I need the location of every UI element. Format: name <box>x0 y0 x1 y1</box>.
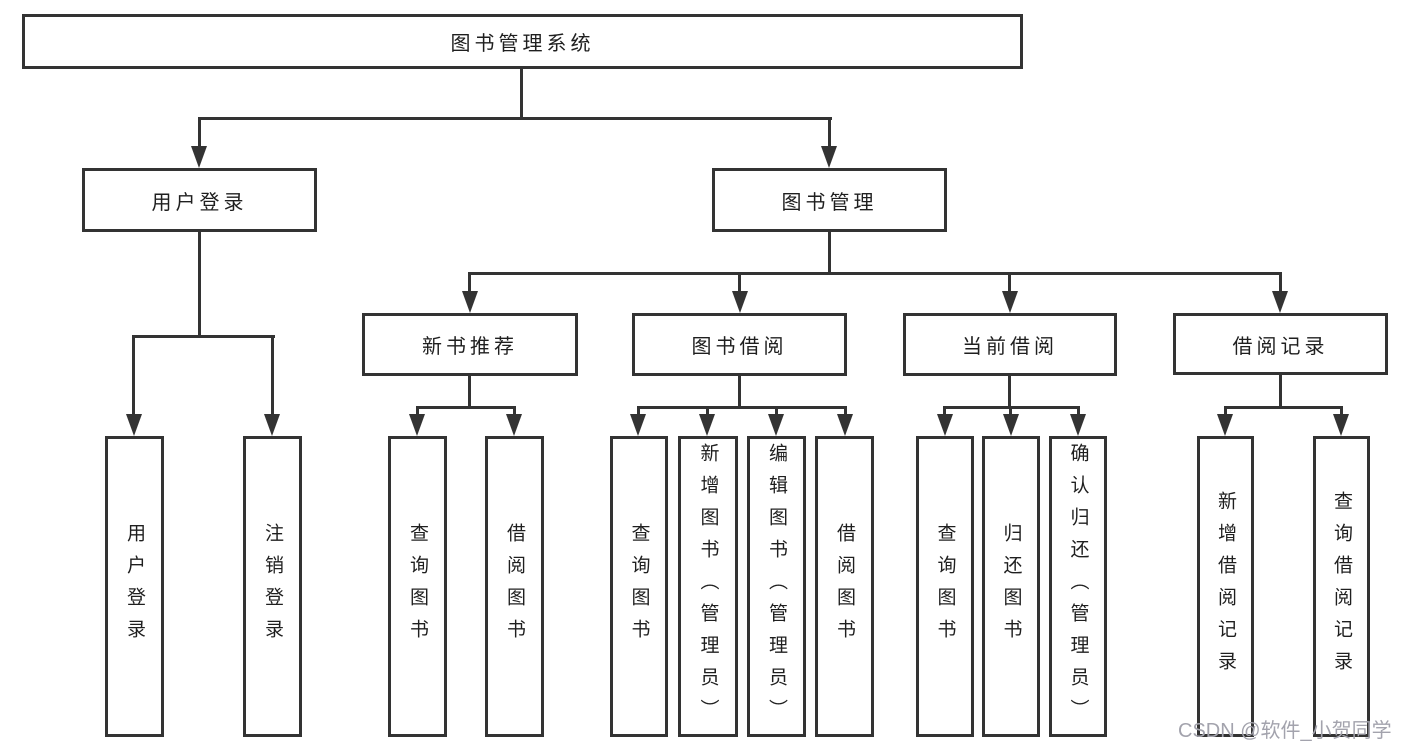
leaf-label: 确认归还（管理员） <box>1067 442 1089 731</box>
connector-line <box>198 117 832 120</box>
connector-line <box>513 406 516 416</box>
leaf-query-books-current: 查询图书 <box>916 436 974 737</box>
connector-line <box>637 406 847 409</box>
connector-line <box>198 117 201 148</box>
arrow-down-icon <box>937 414 953 436</box>
node-book-borrowing: 图书借阅 <box>632 313 847 376</box>
connector-line <box>468 272 471 294</box>
arrow-down-icon <box>409 414 425 436</box>
leaf-logout: 注销登录 <box>243 436 302 737</box>
arrow-down-icon <box>1070 414 1086 436</box>
connector-line <box>468 376 471 409</box>
leaf-edit-books-admin: 编辑图书（管理员） <box>747 436 806 737</box>
arrow-down-icon <box>264 414 280 436</box>
connector-line <box>738 376 741 409</box>
arrow-down-icon <box>1002 291 1018 313</box>
leaf-label: 注销登录 <box>262 522 283 651</box>
connector-line <box>1279 375 1282 409</box>
connector-line <box>469 272 1282 275</box>
connector-line <box>1008 376 1011 409</box>
connector-line <box>1008 272 1011 294</box>
leaf-label: 新增图书（管理员） <box>697 442 719 731</box>
node-book-management: 图书管理 <box>712 168 947 232</box>
node-user-login: 用户登录 <box>82 168 317 232</box>
connector-line <box>943 406 946 416</box>
node-label: 图书管理 <box>781 191 878 214</box>
arrow-down-icon <box>1272 291 1288 313</box>
connector-line <box>1009 406 1012 416</box>
csdn-watermark: CSDN @软件_小贺同学 <box>1178 720 1392 742</box>
node-label: 图书借阅 <box>691 336 788 358</box>
leaf-label: 新增借阅记录 <box>1215 490 1236 683</box>
arrow-down-icon <box>837 414 853 436</box>
arrow-down-icon <box>506 414 522 436</box>
connector-line <box>1340 406 1343 416</box>
leaf-add-borrow-record: 新增借阅记录 <box>1197 436 1254 737</box>
arrow-down-icon <box>1217 414 1233 436</box>
leaf-borrow-books-recommend: 借阅图书 <box>485 436 544 737</box>
leaf-label: 查询借阅记录 <box>1331 490 1352 683</box>
connector-line <box>828 117 831 148</box>
leaf-query-books-recommend: 查询图书 <box>388 436 447 737</box>
connector-line <box>1279 272 1282 294</box>
leaf-add-books-admin: 新增图书（管理员） <box>678 436 738 737</box>
arrow-down-icon <box>191 146 207 168</box>
connector-line <box>1077 406 1080 416</box>
node-label: 图书管理系统 <box>450 33 595 55</box>
leaf-query-books-borrowing: 查询图书 <box>610 436 668 737</box>
leaf-label: 用户登录 <box>124 522 145 651</box>
connector-line <box>738 272 741 294</box>
arrow-down-icon <box>462 291 478 313</box>
node-current-borrowing: 当前借阅 <box>903 313 1117 376</box>
arrow-down-icon <box>732 291 748 313</box>
node-library-management-system: 图书管理系统 <box>22 14 1023 69</box>
leaf-user-login: 用户登录 <box>105 436 164 737</box>
node-label: 借阅记录 <box>1232 335 1329 358</box>
connector-line <box>844 406 847 416</box>
arrow-down-icon <box>821 146 837 168</box>
connector-line <box>775 406 778 416</box>
connector-line <box>828 232 831 275</box>
leaf-borrow-books: 借阅图书 <box>815 436 874 737</box>
node-label: 新书推荐 <box>422 336 518 358</box>
arrow-down-icon <box>1333 414 1349 436</box>
leaf-return-books: 归还图书 <box>982 436 1040 737</box>
arrow-down-icon <box>630 414 646 436</box>
arrow-down-icon <box>699 414 715 436</box>
node-label: 当前借阅 <box>962 336 1058 358</box>
leaf-label: 归还图书 <box>1000 522 1022 651</box>
connector-line <box>132 335 135 415</box>
leaf-label: 编辑图书（管理员） <box>766 442 787 731</box>
arrow-down-icon <box>1003 414 1019 436</box>
connector-line <box>637 406 640 416</box>
leaf-label: 查询图书 <box>934 522 956 651</box>
leaf-label: 查询图书 <box>407 522 428 651</box>
connector-line <box>416 406 516 409</box>
connector-line <box>706 406 709 416</box>
arrow-down-icon <box>768 414 784 436</box>
leaf-confirm-return-admin: 确认归还（管理员） <box>1049 436 1107 737</box>
leaf-query-borrow-record: 查询借阅记录 <box>1313 436 1370 737</box>
leaf-label: 查询图书 <box>628 522 650 651</box>
connector-line <box>133 335 275 338</box>
connector-line <box>1224 406 1227 416</box>
arrow-down-icon <box>126 414 142 436</box>
leaf-label: 借阅图书 <box>504 522 525 651</box>
node-label: 用户登录 <box>151 191 248 214</box>
connector-line <box>198 232 201 337</box>
leaf-label: 借阅图书 <box>834 522 855 651</box>
node-new-book-recommend: 新书推荐 <box>362 313 578 376</box>
connector-line <box>1224 406 1343 409</box>
connector-line <box>416 406 419 416</box>
node-borrow-records: 借阅记录 <box>1173 313 1388 375</box>
connector-line <box>520 69 523 118</box>
connector-line <box>271 335 274 415</box>
